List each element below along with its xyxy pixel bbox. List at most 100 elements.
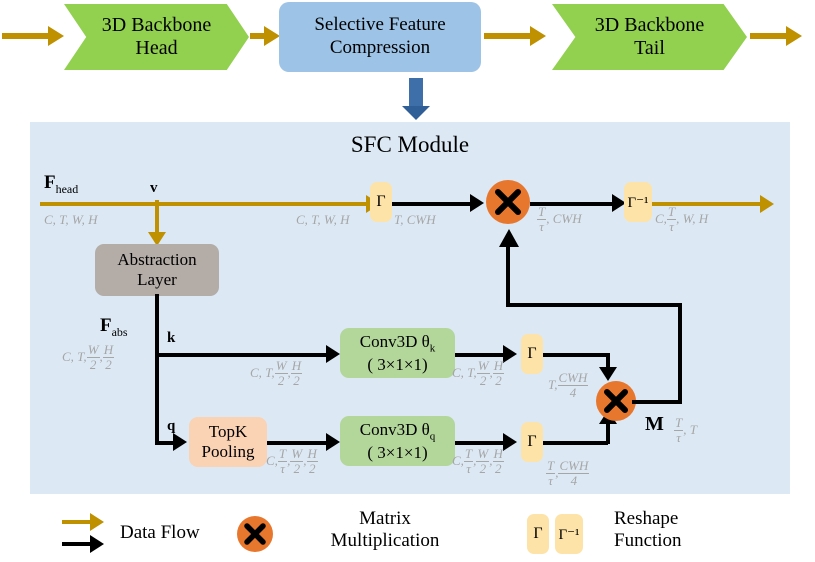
mul1-to-gammainv-arrowhead <box>612 194 626 212</box>
matrix-multiply-top[interactable] <box>486 180 530 224</box>
q-label: q <box>167 418 176 434</box>
multiply-x-icon <box>495 189 521 215</box>
reshape-gamma-k[interactable]: Γ <box>521 334 543 374</box>
convk-to-gamma-line <box>455 353 507 357</box>
convq-to-gamma-line <box>455 441 507 445</box>
pipeline-arrow-2-head <box>530 26 546 46</box>
conv3d-theta-k-label-2: ( 3×1×1) <box>367 354 428 374</box>
legend-gold-arrowhead <box>90 513 104 531</box>
selective-feature-compression-block[interactable]: Selective Feature Compression <box>279 2 481 72</box>
sfc-output-line <box>652 202 764 206</box>
multiply-x-icon-2 <box>604 389 628 413</box>
gammak-to-mul2-hline <box>543 353 608 357</box>
backbone-pipeline: 3D Backbone Head Selective Feature Compr… <box>0 0 815 78</box>
pipeline-arrow-2 <box>484 33 534 39</box>
k-line <box>155 353 330 357</box>
m-feedback-vline-left <box>506 246 510 306</box>
multiply-x-icon-legend <box>244 523 266 545</box>
topk-pooling-block[interactable]: TopK Pooling <box>189 417 267 467</box>
abstraction-layer-label-2: Layer <box>137 270 177 289</box>
legend-reshape-label-2: Function <box>614 529 682 551</box>
legend-gamma-icon: Γ <box>527 514 549 554</box>
k-label: k <box>167 330 176 346</box>
fhead-main-line <box>40 202 370 206</box>
legend-gold-arrow-line <box>62 520 92 524</box>
backbone-head-block[interactable]: 3D Backbone Head <box>64 4 249 70</box>
backbone-tail-block[interactable]: 3D Backbone Tail <box>552 4 747 70</box>
legend-reshape-label-1: Reshape <box>614 508 679 529</box>
f-abs-label: Fabs <box>100 315 128 339</box>
reshape-gamma-1[interactable]: Γ <box>370 182 392 222</box>
topk-pooling-label-2: Pooling <box>201 442 255 461</box>
m-feedback-hline-2 <box>506 303 682 307</box>
legend-reshape-label: Reshape Function <box>614 508 784 552</box>
sfc-module-title: SFC Module <box>350 132 470 157</box>
topk-to-convq-line <box>267 441 330 445</box>
reshape-gamma-q[interactable]: Γ <box>521 422 543 462</box>
sfc-block-label-2: Compression <box>329 37 431 58</box>
k-arrowhead <box>326 345 340 363</box>
pipeline-arrow-1-head <box>264 26 280 46</box>
dim-before-gamma1: C, T, W, H <box>296 212 350 227</box>
conv3d-theta-k-block[interactable]: Conv3D θk ( 3×1×1) <box>340 328 455 378</box>
convq-to-gamma-arrowhead <box>503 433 517 451</box>
gammaq-to-mul2-hline <box>543 441 608 445</box>
legend-black-arrowhead <box>90 535 104 553</box>
abstraction-layer-block[interactable]: Abstraction Layer <box>95 244 219 296</box>
convk-to-gamma-arrowhead <box>503 345 517 363</box>
backbone-head-label-1: 3D Backbone <box>101 14 212 36</box>
topk-pooling-label-1: TopK <box>208 421 248 441</box>
matrix-multiply-bottom[interactable] <box>596 381 636 421</box>
m-label: M <box>645 413 664 435</box>
f-head-label: Fhead <box>44 172 79 196</box>
gammak-to-mul2-vline <box>606 353 610 369</box>
gammaq-to-mul2-vline <box>606 424 610 444</box>
conv3d-theta-q-label-2: ( 3×1×1) <box>367 442 428 462</box>
legend-gamma-inverse-icon: Γ⁻¹ <box>555 514 583 554</box>
v-label: v <box>150 180 158 196</box>
pipeline-arrow-out <box>750 33 788 39</box>
pipeline-arrow-out-head <box>786 26 802 46</box>
sfc-entry-arrow <box>409 78 423 108</box>
v-branch-line <box>155 200 159 234</box>
topk-to-convq-arrowhead <box>326 433 340 451</box>
m-feedback-hline-1 <box>632 400 682 404</box>
dim-t-cwh: T, CWH <box>394 212 436 227</box>
fabs-trunk-line <box>155 294 159 442</box>
pipeline-arrow-1 <box>250 33 268 39</box>
reshape-gamma-inverse[interactable]: Γ⁻¹ <box>624 182 652 222</box>
gammak-to-mul2-arrowhead <box>599 367 617 381</box>
gamma1-to-mul1-arrowhead <box>470 194 484 212</box>
abstraction-layer-label-1: Abstraction <box>117 249 197 269</box>
conv3d-theta-q-block[interactable]: Conv3D θq ( 3×1×1) <box>340 416 455 466</box>
backbone-tail-label-2: Tail <box>634 37 665 59</box>
conv3d-theta-q-label-1: Conv3D θq <box>359 419 436 443</box>
legend-black-arrow-line <box>62 542 92 546</box>
legend: Data Flow Matrix Multiplication Γ Γ⁻¹ Re… <box>0 498 815 562</box>
pipeline-arrow-in-head <box>48 26 64 46</box>
legend-matrix-mult-label-1: Matrix <box>359 508 411 529</box>
q-arrowhead <box>173 433 187 451</box>
sfc-entry-arrowhead <box>402 106 430 120</box>
